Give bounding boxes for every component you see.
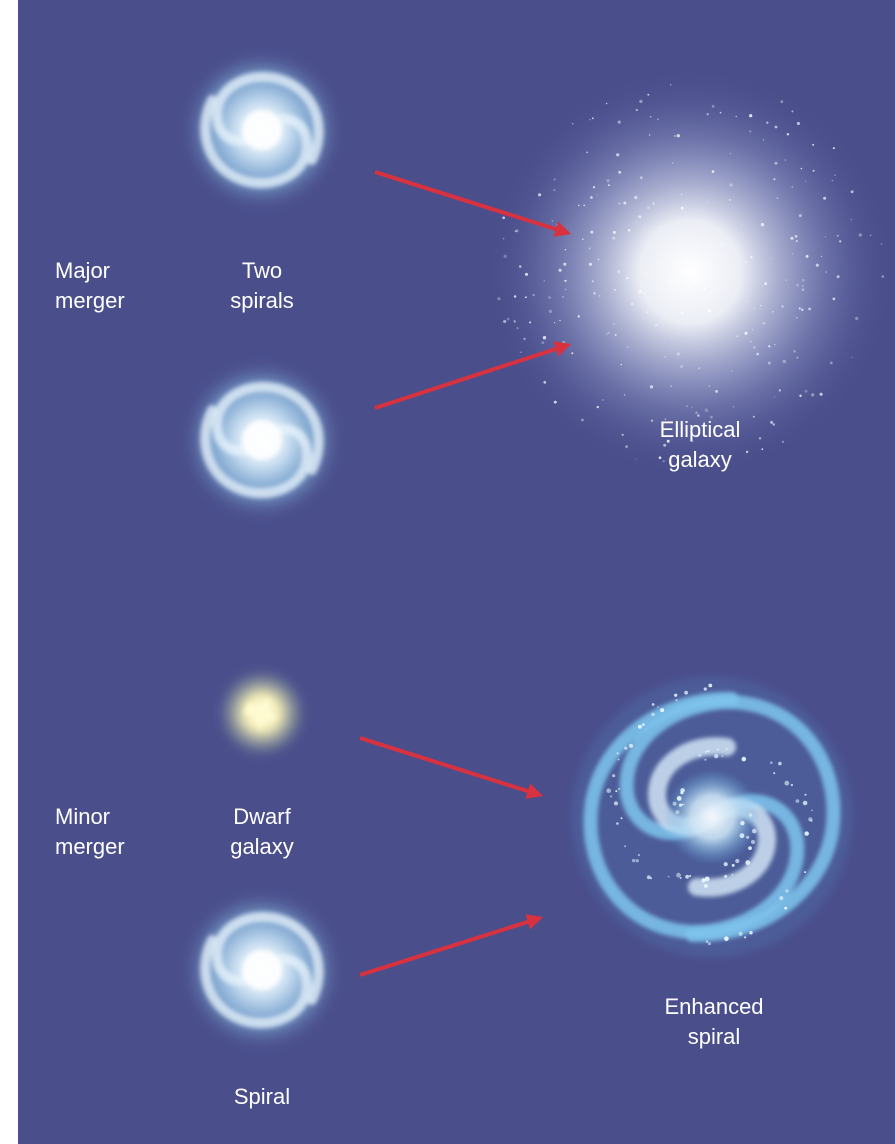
arrow-spiral-to-enhanced: [359, 914, 544, 977]
elliptical-galaxy: [485, 67, 895, 477]
elliptical-galaxy-label: Elliptical galaxy: [659, 417, 741, 472]
spiral-galaxy-minor: [180, 888, 344, 1052]
enhanced-spiral-galaxy: [572, 677, 852, 957]
enhanced-spiral-label: Enhanced spiral: [664, 994, 764, 1049]
dwarf-galaxy: [214, 665, 310, 761]
arrow-lower-spiral-to-elliptical: [374, 341, 572, 410]
two-spirals-label: Two spirals: [230, 258, 294, 313]
major-merger-label: Major merger: [55, 258, 125, 313]
spiral-label: Spiral: [233, 1084, 291, 1109]
spiral-galaxy-lower: [180, 358, 344, 522]
arrow-dwarf-to-enhanced: [359, 736, 544, 799]
spiral-galaxy-upper: [180, 48, 344, 212]
minor-merger-label: Minor merger: [55, 804, 125, 859]
arrow-upper-spiral-to-elliptical: [374, 170, 572, 237]
dwarf-galaxy-label: Dwarf galaxy: [230, 804, 294, 859]
